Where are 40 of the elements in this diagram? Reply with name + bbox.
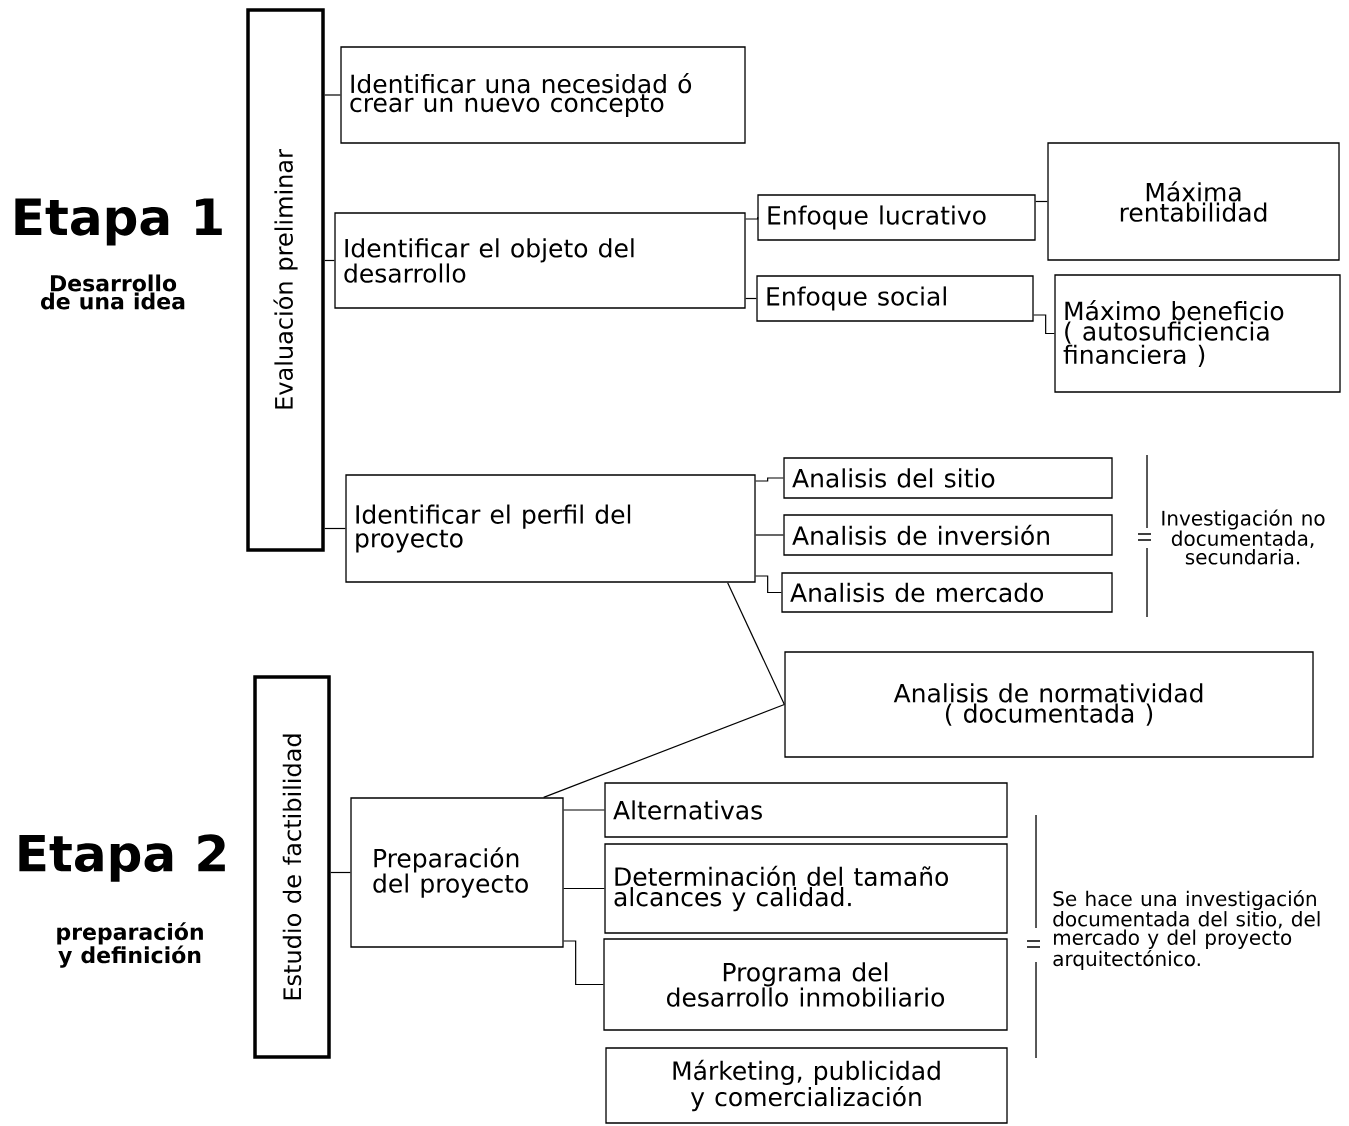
connector-line (324, 94, 341, 96)
process-box: Enfoque social (756, 275, 1034, 322)
process-box: Márketing, publicidad y comercialización (605, 1047, 1008, 1124)
process-box: Analisis de normatividad ( documentada ) (784, 651, 1314, 758)
process-box: Preparación del proyecto (350, 797, 564, 948)
connector-line (727, 582, 785, 706)
note-text: Se hace una investigación documentada del sitio, del mercado y del proyecto arquitectónico. (1053, 889, 1320, 971)
connector-line (1033, 314, 1055, 335)
process-box: Máximo beneficio ( autosuficiencia financiera ) (1054, 274, 1341, 393)
note-text: Desarrollo de una idea (41, 274, 185, 310)
process-box: Analisis del sitio (783, 457, 1113, 499)
process-box: Analisis de mercado (781, 572, 1113, 613)
stage-title: Etapa 1 (15, 198, 222, 246)
process-box: Identificar una necesidad ó crear un nuevo concepto (340, 46, 746, 144)
connector-line (543, 703, 785, 798)
note-text: preparación y definición (57, 922, 203, 968)
connector-line (755, 534, 784, 536)
connector-line (324, 527, 346, 530)
process-box: Identificar el perfil del proyecto (345, 474, 756, 583)
connector-line (755, 575, 782, 594)
connector-line (563, 809, 605, 811)
connector-line (745, 216, 759, 220)
connector-line (563, 887, 605, 890)
connector-line (324, 259, 335, 262)
connector-line (330, 871, 351, 874)
process-box: Enfoque lucrativo (757, 194, 1036, 241)
process-box: Determinación del tamaño alcances y calidad. (604, 843, 1008, 934)
stage-title: Etapa 2 (19, 834, 225, 882)
connector-line (1035, 200, 1048, 203)
stage-box: Estudio de factibilidad (253, 675, 331, 1059)
connector-line (745, 297, 757, 300)
connector-line (755, 477, 784, 482)
process-box: Máxima rentabilidad (1047, 142, 1340, 261)
process-box: Programa del desarrollo inmobiliario (603, 938, 1008, 1031)
stage-box: Evaluación preliminar (246, 8, 325, 552)
connector-line (563, 940, 604, 986)
note-text: Investigación no documentada, secundaria. (1162, 509, 1325, 565)
process-box: Analisis de inversión (783, 514, 1113, 556)
process-box: Alternativas (604, 782, 1008, 838)
process-box: Identificar el objeto del desarrollo (334, 212, 746, 309)
